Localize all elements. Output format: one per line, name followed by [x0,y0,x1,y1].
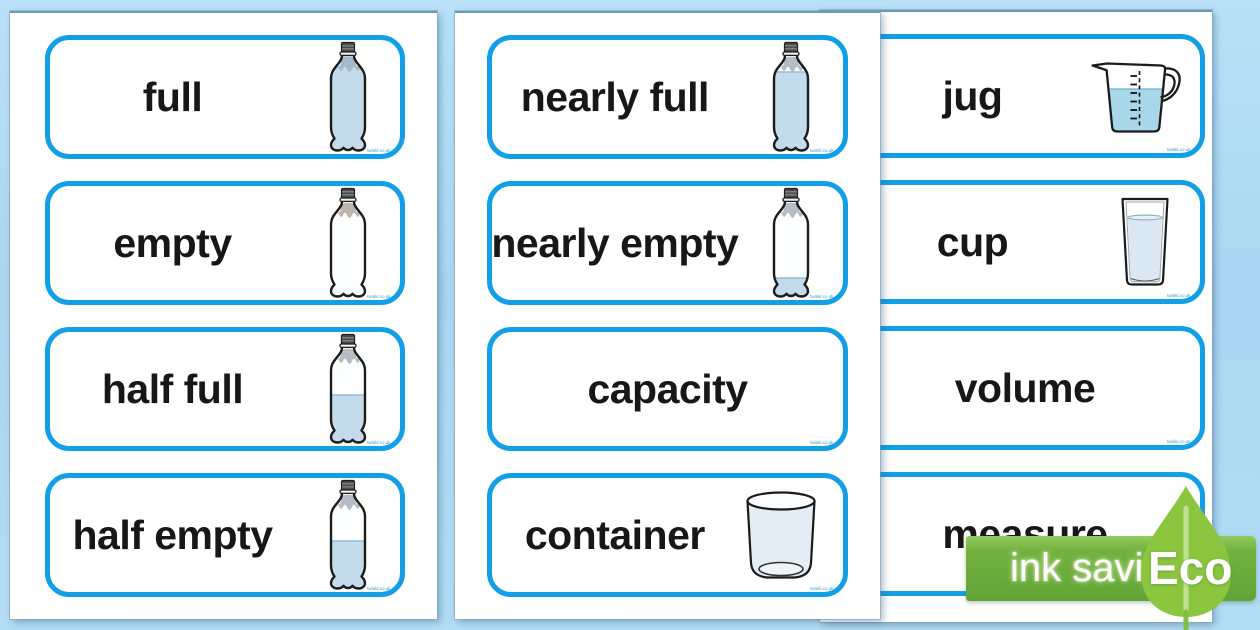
bottle-icon [329,333,367,444]
twinkl-watermark: twinkl.co.uk [1167,439,1191,444]
word-card-nearly-empty: nearly empty twinkl.co.uk [487,181,848,305]
word-label: jug [942,72,1003,119]
word-card-cup: cup twinkl.co.uk [845,180,1205,304]
eco-leaf-icon [1141,486,1231,630]
twinkl-watermark: twinkl.co.uk [367,586,391,591]
word-card-jug: jug twinkl.co.uk [845,34,1205,158]
bottle-icon [329,479,367,590]
bottle-icon [772,41,810,152]
word-card-capacity: capacity twinkl.co.uk [487,327,848,451]
word-label: container [524,511,706,558]
bottle-icon-holder [324,187,372,299]
word-label: half empty [72,511,273,558]
word-card-empty: empty twinkl.co.uk [45,181,405,305]
twinkl-watermark: twinkl.co.uk [810,586,834,591]
bottle-icon-holder [324,479,372,591]
word-label: full [142,73,203,120]
word-card-half-full: half full twinkl.co.uk [45,327,405,451]
twinkl-watermark: twinkl.co.uk [810,294,834,299]
jug-icon-holder [1087,56,1187,136]
word-label: empty [113,219,232,266]
bottle-icon-holder [767,41,815,153]
container-icon [746,491,816,579]
twinkl-watermark: twinkl.co.uk [367,294,391,299]
bottle-icon-holder [324,333,372,445]
word-label: nearly full [520,73,710,120]
word-label: volume [954,364,1096,411]
twinkl-watermark: twinkl.co.uk [810,148,834,153]
eco-label: Eco [1148,542,1233,594]
word-card-half-empty: half empty twinkl.co.uk [45,473,405,597]
bottle-icon-holder [767,187,815,299]
container-icon-holder [743,489,819,581]
cup-icon [1121,197,1169,286]
twinkl-watermark: twinkl.co.uk [367,148,391,153]
bottle-icon-holder [324,41,372,153]
jug-icon [1091,62,1181,133]
cup-icon-holder [1117,196,1173,288]
twinkl-watermark: twinkl.co.uk [1167,147,1191,152]
word-label: nearly empty [491,219,739,266]
word-card-volume: volume twinkl.co.uk [845,326,1205,450]
word-card-nearly-full: nearly full twinkl.co.uk [487,35,848,159]
word-card-container: container twinkl.co.uk [487,473,848,597]
twinkl-watermark: twinkl.co.uk [367,440,391,445]
bottle-icon [329,41,367,152]
word-label: cup [936,218,1009,265]
bottle-icon [772,187,810,298]
bottle-icon [329,187,367,298]
word-card-full: full twinkl.co.uk [45,35,405,159]
word-label: capacity [587,365,748,412]
twinkl-watermark: twinkl.co.uk [1167,293,1191,298]
word-label: half full [101,365,244,412]
twinkl-watermark: twinkl.co.uk [810,440,834,445]
